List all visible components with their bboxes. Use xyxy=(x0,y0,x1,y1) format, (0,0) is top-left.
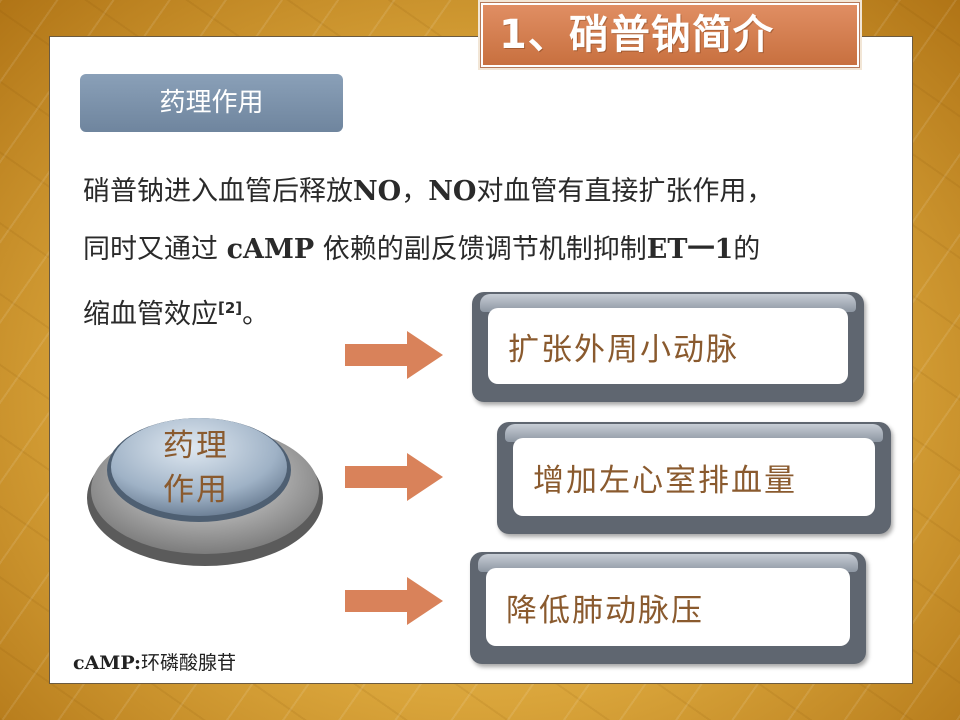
slide-title: 1、硝普钠简介 xyxy=(480,2,860,68)
effect-box-dilate-arterioles[interactable]: 扩张外周小动脉 xyxy=(472,292,864,402)
text-segment-bold: NO xyxy=(353,176,402,207)
description-paragraph: 硝普钠进入血管后释放NO，NO对血管有直接扩张作用， 同时又通过 cAMP 依赖… xyxy=(83,163,883,344)
box-bevel xyxy=(480,294,856,312)
text-segment-bold: NO xyxy=(428,176,477,207)
text-segment: 对血管有直接扩张作用， xyxy=(476,176,774,207)
button-graphic xyxy=(87,418,323,566)
text-segment: 的 xyxy=(733,234,761,265)
effect-label: 增加左心室排血量 xyxy=(513,438,875,516)
effect-box-increase-output[interactable]: 增加左心室排血量 xyxy=(497,422,891,534)
text-segment: 同时又通过 xyxy=(83,234,227,265)
text-segment: 。 xyxy=(242,299,270,330)
effect-box-lower-pulmonary-pressure[interactable]: 降低肺动脉压 xyxy=(470,552,866,664)
section-tag: 药理作用 xyxy=(80,74,343,132)
text-segment: 缩血管效应 xyxy=(83,299,218,330)
box-bevel xyxy=(478,554,858,572)
button-label-line-2: 作用 xyxy=(163,472,229,508)
effect-label: 扩张外周小动脉 xyxy=(488,308,848,384)
box-bevel xyxy=(505,424,883,442)
arrow-right-icon xyxy=(345,331,443,379)
button-label-line-1: 药理 xyxy=(163,428,229,464)
arrow-right-icon xyxy=(345,453,443,501)
reference-marker[interactable]: [2] xyxy=(218,299,243,317)
text-segment-bold: ET一1 xyxy=(646,234,734,265)
title-banner: 1、硝普钠简介 xyxy=(478,0,862,70)
footnote: cAMP:环磷酸腺苷 xyxy=(73,648,236,675)
effect-label: 降低肺动脉压 xyxy=(486,568,850,646)
footnote-term: cAMP: xyxy=(73,652,141,674)
text-segment: 硝普钠进入血管后释放 xyxy=(83,176,353,207)
paragraph-line-3: 缩血管效应[2]。 xyxy=(83,279,883,344)
text-segment-bold: cAMP xyxy=(226,234,315,265)
arrow-right-icon xyxy=(345,577,443,625)
paragraph-line-1: 硝普钠进入血管后释放NO，NO对血管有直接扩张作用， xyxy=(83,163,883,221)
paragraph-line-2: 同时又通过 cAMP 依赖的副反馈调节机制抑制ET一1的 xyxy=(83,221,883,279)
text-segment: 依赖的副反馈调节机制抑制 xyxy=(314,234,647,265)
text-segment: ， xyxy=(401,176,429,207)
pharmacology-button[interactable]: 药理 作用 xyxy=(85,398,325,568)
button-label: 药理 作用 xyxy=(85,424,307,512)
footnote-meaning: 环磷酸腺苷 xyxy=(140,652,236,674)
